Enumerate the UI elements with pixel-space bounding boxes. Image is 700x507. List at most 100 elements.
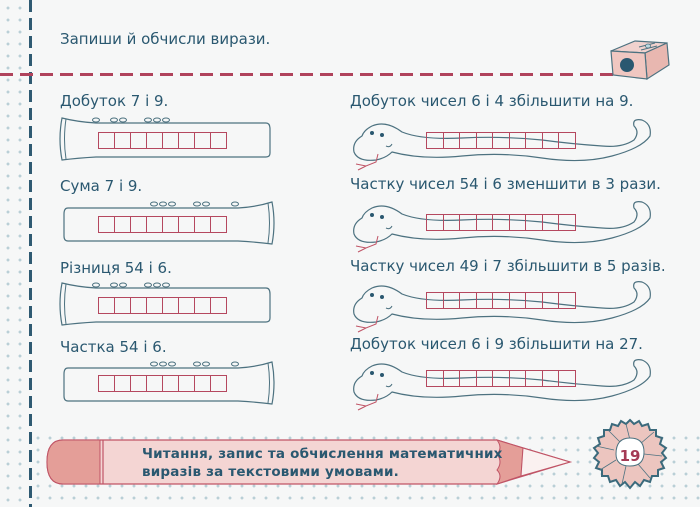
answer-box[interactable] <box>114 216 131 233</box>
answer-box[interactable] <box>541 370 559 387</box>
task-label: Добуток чисел 6 і 4 збільшити на 9. <box>350 92 634 110</box>
answer-box[interactable] <box>194 297 211 314</box>
answer-box[interactable] <box>442 132 460 149</box>
answer-box[interactable] <box>459 292 477 309</box>
answer-box[interactable] <box>541 132 559 149</box>
answer-box[interactable] <box>426 370 444 387</box>
answer-box[interactable] <box>114 375 131 392</box>
answer-boxes[interactable] <box>426 292 576 309</box>
header-dashed-line <box>0 73 615 76</box>
answer-box[interactable] <box>178 132 195 149</box>
answer-box[interactable] <box>210 297 227 314</box>
answer-box[interactable] <box>98 132 115 149</box>
answer-box[interactable] <box>162 375 179 392</box>
answer-box[interactable] <box>558 370 576 387</box>
answer-box[interactable] <box>459 214 477 231</box>
answer-boxes[interactable] <box>98 297 227 314</box>
answer-box[interactable] <box>475 370 493 387</box>
topic-line-1: Читання, запис та обчислення математични… <box>142 446 503 462</box>
answer-boxes[interactable] <box>98 132 227 149</box>
answer-box[interactable] <box>541 214 559 231</box>
answer-box[interactable] <box>558 214 576 231</box>
pencil-sharpener-icon <box>610 40 670 81</box>
task-label: Різниця 54 і 6. <box>60 259 172 277</box>
answer-box[interactable] <box>210 132 227 149</box>
answer-box[interactable] <box>475 292 493 309</box>
answer-box[interactable] <box>146 216 163 233</box>
answer-box[interactable] <box>194 132 211 149</box>
answer-box[interactable] <box>558 292 576 309</box>
flute-icon <box>63 361 275 405</box>
answer-box[interactable] <box>114 297 131 314</box>
answer-box[interactable] <box>508 370 526 387</box>
task-label: Частка 54 і 6. <box>60 338 167 356</box>
answer-box[interactable] <box>114 132 131 149</box>
answer-boxes[interactable] <box>98 216 227 233</box>
answer-box[interactable] <box>475 132 493 149</box>
answer-box[interactable] <box>194 216 211 233</box>
answer-box[interactable] <box>146 297 163 314</box>
answer-box[interactable] <box>130 216 147 233</box>
answer-box[interactable] <box>178 297 195 314</box>
answer-box[interactable] <box>178 375 195 392</box>
answer-box[interactable] <box>508 292 526 309</box>
pencil-banner-icon <box>46 439 573 485</box>
answer-box[interactable] <box>525 132 543 149</box>
answer-box[interactable] <box>426 214 444 231</box>
answer-box[interactable] <box>525 214 543 231</box>
answer-box[interactable] <box>178 216 195 233</box>
answer-box[interactable] <box>508 214 526 231</box>
answer-box[interactable] <box>210 216 227 233</box>
answer-box[interactable] <box>459 370 477 387</box>
task-label: Частку чисел 49 і 7 збільшити в 5 разів. <box>350 257 666 275</box>
answer-box[interactable] <box>162 132 179 149</box>
margin-dashed-line <box>29 0 32 507</box>
snake-icon <box>353 359 651 411</box>
answer-box[interactable] <box>130 132 147 149</box>
answer-boxes[interactable] <box>98 375 227 392</box>
answer-box[interactable] <box>442 292 460 309</box>
answer-box[interactable] <box>541 292 559 309</box>
flute-icon <box>59 282 271 326</box>
answer-boxes[interactable] <box>426 132 576 149</box>
answer-box[interactable] <box>442 214 460 231</box>
answer-box[interactable] <box>130 375 147 392</box>
answer-box[interactable] <box>492 214 510 231</box>
snake-icon <box>353 119 651 171</box>
answer-box[interactable] <box>146 132 163 149</box>
answer-box[interactable] <box>525 370 543 387</box>
answer-box[interactable] <box>210 375 227 392</box>
answer-box[interactable] <box>98 375 115 392</box>
topic-line-2: виразів за текстовими умовами. <box>142 464 399 480</box>
answer-box[interactable] <box>475 214 493 231</box>
answer-box[interactable] <box>162 297 179 314</box>
answer-box[interactable] <box>130 297 147 314</box>
task-label: Добуток 7 і 9. <box>60 92 169 110</box>
task-label: Сума 7 і 9. <box>60 177 143 195</box>
pencil-shavings-badge-icon <box>592 418 668 490</box>
answer-box[interactable] <box>162 216 179 233</box>
answer-box[interactable] <box>459 132 477 149</box>
snake-icon <box>353 201 651 253</box>
answer-box[interactable] <box>98 297 115 314</box>
answer-box[interactable] <box>426 132 444 149</box>
answer-box[interactable] <box>98 216 115 233</box>
answer-boxes[interactable] <box>426 214 576 231</box>
answer-box[interactable] <box>492 370 510 387</box>
flute-icon <box>59 117 271 161</box>
answer-box[interactable] <box>492 132 510 149</box>
answer-box[interactable] <box>508 132 526 149</box>
answer-boxes[interactable] <box>426 370 576 387</box>
task-label: Частку чисел 54 і 6 зменшити в 3 рази. <box>350 175 661 193</box>
answer-box[interactable] <box>558 132 576 149</box>
page-number: 19 <box>619 447 641 465</box>
dotted-margin <box>0 0 30 507</box>
answer-box[interactable] <box>146 375 163 392</box>
flute-icon <box>63 201 275 245</box>
answer-box[interactable] <box>492 292 510 309</box>
answer-box[interactable] <box>525 292 543 309</box>
snake-icon <box>353 281 651 333</box>
answer-box[interactable] <box>442 370 460 387</box>
answer-box[interactable] <box>426 292 444 309</box>
answer-box[interactable] <box>194 375 211 392</box>
